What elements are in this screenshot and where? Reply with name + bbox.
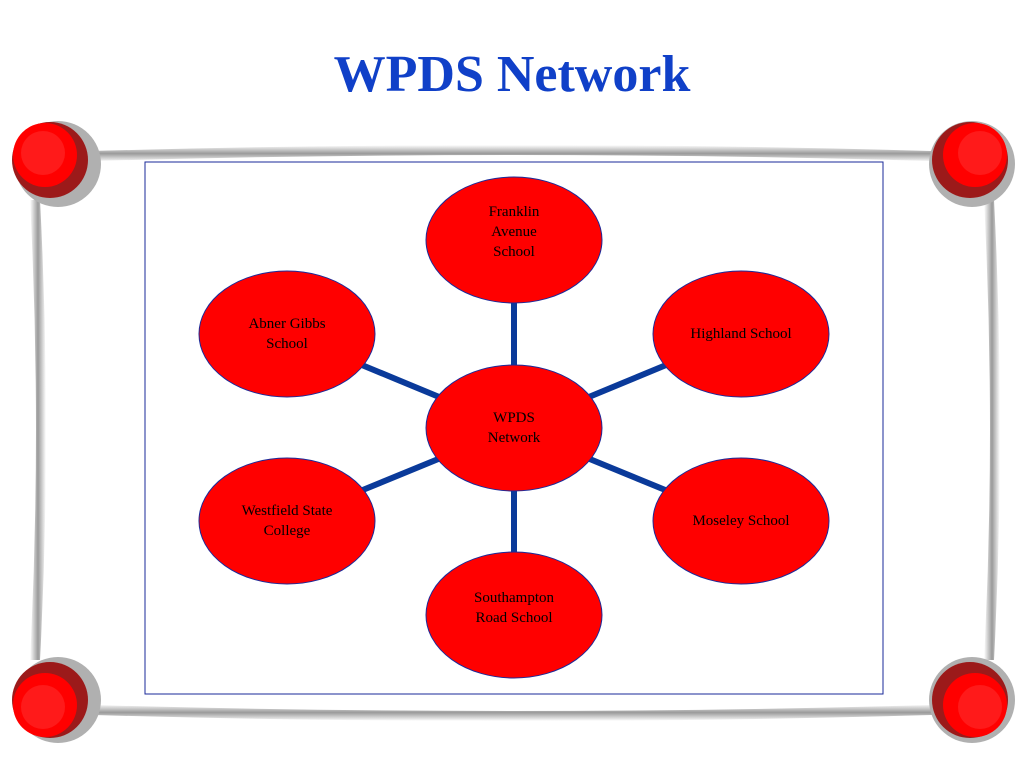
hub-label: WPDS Network <box>487 410 541 446</box>
node-southampton-label: Southampton Road School <box>473 590 554 626</box>
node-highland-label: Highland School <box>690 326 792 342</box>
connector-westfield <box>356 454 445 495</box>
connector-abner <box>356 360 445 402</box>
corner-knob-top-left <box>12 121 101 207</box>
node-southampton <box>425 551 603 679</box>
node-abner-label: Abner Gibbs School <box>248 316 326 352</box>
node-moseley-label: Moseley School <box>692 513 790 529</box>
node-westfield <box>198 457 376 585</box>
node-moseley <box>652 457 830 585</box>
node-franklin-label: Franklin Avenue School <box>488 204 540 260</box>
connector-moseley <box>583 454 672 495</box>
connectors <box>356 297 672 558</box>
corner-knob-top-right <box>929 121 1015 207</box>
node-highland <box>652 270 830 398</box>
frame-top-rail <box>60 145 965 162</box>
corner-knob-bottom-right <box>929 657 1015 743</box>
node-westfield-label: Westfield State College <box>241 503 333 539</box>
connector-highland <box>583 360 672 402</box>
node-abner <box>198 270 376 398</box>
nodes <box>198 176 830 679</box>
frame-left-rail <box>30 200 46 660</box>
frame-right-rail <box>984 200 1000 660</box>
frame-bottom-rail <box>60 704 965 721</box>
corner-knob-bottom-left <box>12 657 101 743</box>
hub-node <box>425 364 603 492</box>
page-title: WPDS Network <box>333 46 691 103</box>
node-franklin <box>425 176 603 304</box>
